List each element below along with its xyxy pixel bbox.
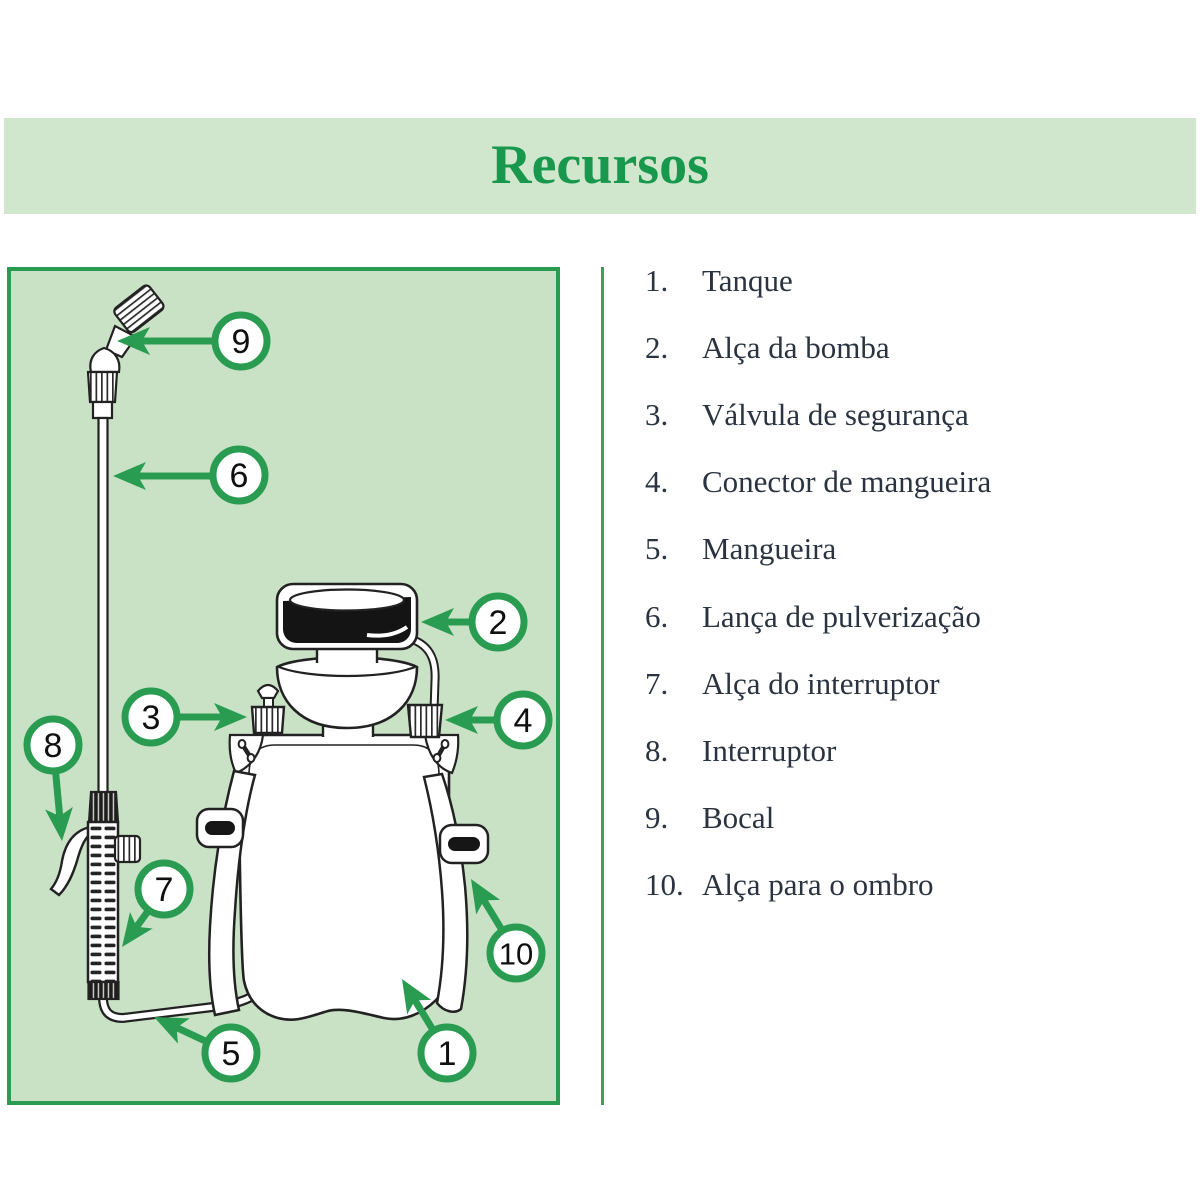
item-label: Lança de pulverização: [702, 598, 981, 634]
vertical-divider: [601, 267, 604, 1105]
shoulder-strap-right: [422, 772, 490, 1013]
item-number: 3.: [645, 396, 669, 432]
shoulder-strap-left: [195, 769, 257, 1017]
lance-tube: [97, 416, 109, 796]
svg-text:8: 8: [44, 727, 63, 765]
svg-text:4: 4: [514, 702, 533, 740]
item-number: 1.: [645, 262, 669, 298]
callout-10: 10: [471, 879, 546, 983]
svg-text:5: 5: [222, 1035, 241, 1073]
features-list: 1. Tanque 2. Alça da bomba 3. Válvula de se…: [645, 247, 1075, 919]
item-number: 4.: [645, 464, 669, 500]
svg-text:7: 7: [155, 871, 174, 909]
item-label: Conector de mangueira: [702, 464, 992, 500]
safety-valve: [250, 683, 286, 735]
list-item: 10. Alça para o ombro: [645, 852, 1075, 919]
item-label: Tanque: [702, 262, 793, 298]
list-item: 6. Lança de pulverização: [645, 583, 1075, 650]
spray-lance: [49, 284, 165, 1001]
item-number: 8.: [645, 732, 669, 768]
hose-connector: [406, 703, 444, 739]
item-label: Alça do interruptor: [702, 665, 940, 701]
pump-handle: [275, 582, 419, 651]
callout-4: 4: [445, 690, 553, 750]
strap-anchor-right: [423, 733, 460, 775]
callout-7: 7: [122, 859, 194, 947]
grip-knob: [113, 834, 142, 864]
header-band: Recursos: [4, 118, 1196, 214]
svg-text:1: 1: [438, 1035, 457, 1073]
callout-2: 2: [421, 592, 528, 652]
item-label: Mangueira: [702, 531, 837, 567]
svg-text:2: 2: [489, 604, 508, 642]
svg-text:10: 10: [499, 937, 533, 972]
list-item: 8. Interruptor: [645, 717, 1075, 784]
callout-6: 6: [113, 445, 269, 505]
diagram-panel: 9 6 2 3 4: [7, 267, 560, 1105]
list-item: 3. Válvula de segurança: [645, 381, 1075, 448]
item-number: 2.: [645, 329, 669, 365]
list-item: 5. Mangueira: [645, 516, 1075, 583]
pump-funnel: [275, 656, 419, 730]
list-item: 4. Conector de mangueira: [645, 449, 1075, 516]
item-label: Alça da bomba: [702, 329, 890, 365]
callout-9: 9: [117, 311, 271, 371]
grip-handle: [86, 820, 120, 984]
list-item: 7. Alça do interruptor: [645, 650, 1075, 717]
item-number: 5.: [645, 531, 669, 567]
item-label: Interruptor: [702, 732, 837, 768]
nozzle-icon: [113, 284, 165, 334]
pump-tube: [409, 634, 440, 712]
callout-3: 3: [121, 687, 247, 747]
strap-anchor-left: [228, 733, 265, 775]
item-number: 9.: [645, 800, 669, 836]
nozzle-collar: [86, 370, 119, 404]
hose: [98, 991, 256, 1024]
list-item: 2. Alça da bomba: [645, 314, 1075, 381]
callout-8: 8: [23, 715, 83, 841]
tank-body: [237, 733, 451, 1022]
trigger-lever: [49, 825, 94, 897]
item-label: Bocal: [702, 800, 775, 836]
item-label: Alça para o ombro: [702, 867, 934, 903]
item-number: 6.: [645, 598, 669, 634]
grip-collar: [87, 790, 120, 824]
nozzle-cone: [89, 346, 121, 374]
svg-text:6: 6: [230, 457, 249, 495]
callout-5: 5: [154, 1017, 261, 1083]
sprayer-diagram: 9 6 2 3 4: [23, 284, 553, 1083]
list-item: 1. Tanque: [645, 247, 1075, 314]
item-label: Válvula de segurança: [702, 396, 969, 432]
page-title: Recursos: [491, 134, 709, 196]
callout-1: 1: [402, 979, 477, 1083]
item-number: 10.: [645, 867, 684, 903]
list-item: 9. Bocal: [645, 785, 1075, 852]
grip-end-cap: [87, 980, 120, 1001]
svg-text:3: 3: [142, 699, 161, 737]
svg-text:9: 9: [232, 323, 251, 361]
item-number: 7.: [645, 665, 669, 701]
